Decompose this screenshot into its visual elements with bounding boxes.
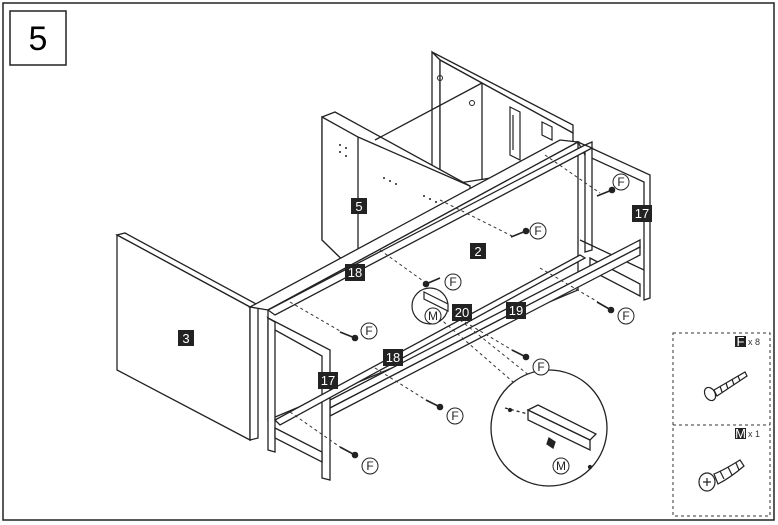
callout-f-8: F	[361, 457, 379, 475]
hardware-f: F x 8	[703, 334, 760, 402]
svg-text:18: 18	[348, 265, 362, 280]
frame-label-17-right: 17	[632, 205, 652, 222]
svg-text:M: M	[556, 459, 566, 473]
svg-text:F: F	[366, 459, 373, 473]
frame-label-19: 19	[506, 302, 526, 319]
svg-text:19: 19	[509, 303, 523, 318]
svg-text:F: F	[451, 409, 458, 423]
panel-label-2: 2	[470, 243, 486, 259]
frame-label-18-bottom: 18	[383, 349, 403, 366]
svg-text:17: 17	[321, 373, 335, 388]
svg-text:5: 5	[355, 199, 362, 214]
svg-text:3: 3	[182, 331, 189, 346]
hardware-m: M x 1	[698, 426, 760, 492]
hinge-brackets	[509, 106, 553, 161]
screws	[339, 186, 616, 459]
svg-text:x 8: x 8	[748, 337, 760, 347]
panel-label-5: 5	[351, 198, 367, 214]
callout-f-1: F	[612, 173, 630, 191]
callout-m-2: M	[552, 457, 570, 475]
panel-5-details	[339, 75, 475, 203]
svg-text:20: 20	[455, 305, 469, 320]
svg-text:x 1: x 1	[748, 429, 760, 439]
svg-text:F: F	[617, 175, 624, 189]
frame-label-17-left: 17	[318, 372, 338, 389]
svg-text:F: F	[737, 334, 745, 349]
svg-text:M: M	[428, 309, 438, 323]
svg-text:F: F	[534, 224, 541, 238]
svg-text:18: 18	[386, 350, 400, 365]
callout-f-2: F	[529, 222, 547, 240]
panel-label-3: 3	[178, 330, 194, 346]
wall-anchor-icon	[698, 459, 745, 492]
callout-f-3: F	[444, 273, 462, 291]
wood-screw-icon	[703, 371, 748, 402]
callout-m-1: M	[424, 307, 442, 325]
svg-text:F: F	[537, 360, 544, 374]
callout-f-4: F	[617, 307, 635, 325]
step-number: 5	[29, 20, 48, 58]
svg-text:F: F	[449, 275, 456, 289]
hardware-legend	[672, 332, 771, 517]
zoom-detail	[490, 369, 608, 487]
frame-label-18-top: 18	[345, 264, 365, 281]
callout-f-6: F	[532, 358, 550, 376]
svg-text:17: 17	[635, 206, 649, 221]
svg-text:F: F	[622, 309, 629, 323]
callout-f-5: F	[360, 322, 378, 340]
svg-text:F: F	[365, 324, 372, 338]
callout-f-7: F	[446, 407, 464, 425]
dashed-guides	[289, 154, 601, 448]
frame-label-20: 20	[452, 304, 472, 321]
step-number-box: 5	[9, 10, 67, 66]
svg-text:M: M	[735, 426, 746, 441]
svg-text:2: 2	[474, 244, 481, 259]
